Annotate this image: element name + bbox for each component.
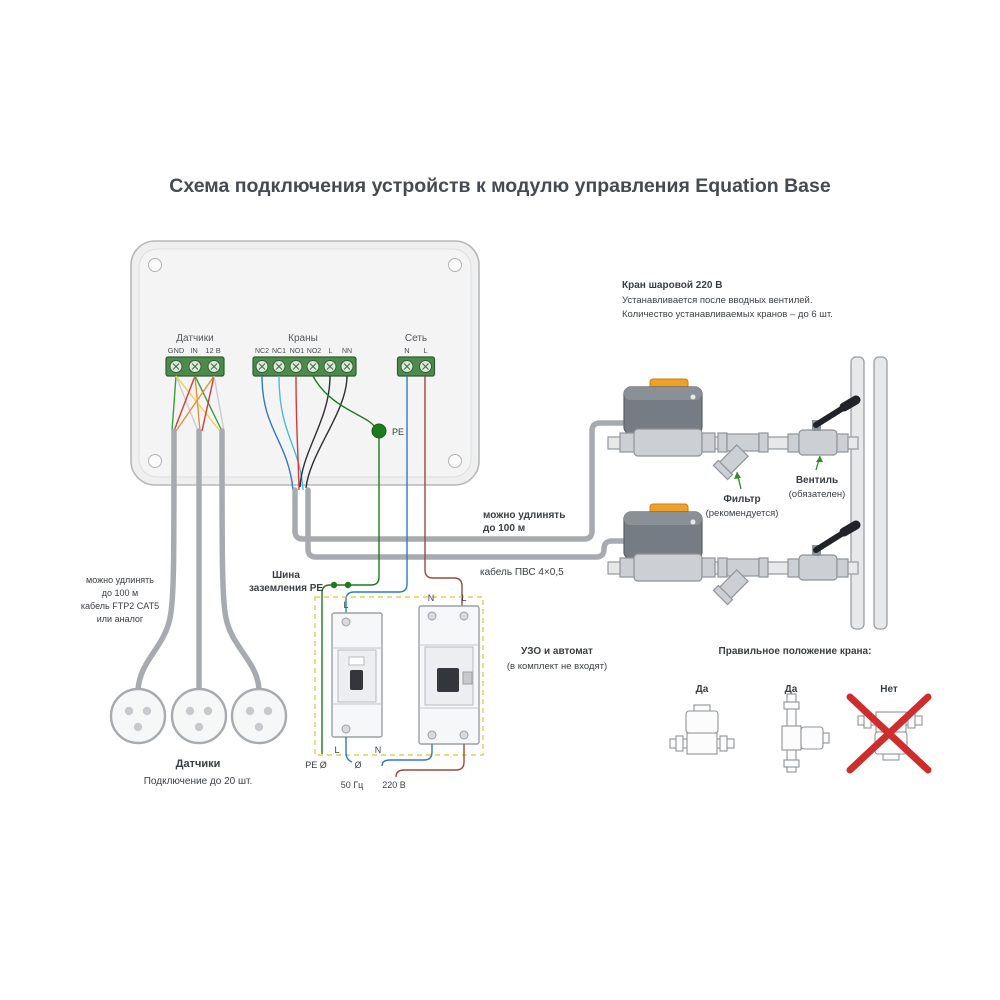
module-screw [148,258,162,272]
sensor-cables [135,428,262,693]
sensor-cable-note: можно удлинять до 100 м кабель FTP2 CAT5… [81,575,159,624]
voltage-label: 220 В [382,780,406,790]
valves-terminal-block: Краны NC2 NC1 NO1 NO2 L NN [252,333,357,377]
page-title: Схема подключения устройств к модулю упр… [169,175,831,197]
rcd-top-n-label: N [428,593,435,603]
component-labels: Фильтр (рекомендуется) Вентиль (обязател… [706,455,846,519]
leak-sensor [109,687,167,745]
sensors-caption-sub: Подключение до 20 шт. [144,776,253,787]
terminal-label-l2: L [423,346,427,355]
rcd-device: N L [418,593,480,745]
pe-terminal-label: PE Ø [305,760,327,770]
bottom-l-label: L [334,745,339,755]
ball-valve-note-line2: Количество устанавливаемых кранов – до 6… [622,309,833,320]
filter-label-sub: (рекомендуется) [706,508,779,519]
bottom-n-label: N [375,745,382,755]
valve-wires [261,375,375,491]
terminal-label-n: N [404,346,409,355]
rcd-top-l-label: L [461,593,466,603]
riser-pipes [850,356,888,630]
module-screw [448,454,462,468]
position-ok2-figure [781,693,830,773]
rcd-toggle [437,668,459,692]
terminal-label-no2: NO2 [307,348,322,355]
valve-assembly [607,378,861,481]
leak-sensor [170,687,228,745]
pe-point [371,423,387,439]
terminal-label-l: L [329,348,333,355]
leak-sensor [230,687,288,745]
mains-terminal-block: Сеть N L [396,333,436,377]
sensors-caption-title: Датчики [176,758,221,770]
manual-valve [787,395,861,456]
position-ok1-figure [669,704,735,755]
sensor-wires [171,375,225,432]
position-ok1-label: Да [696,684,709,695]
rcd-note-title: УЗО и автомат [521,646,593,657]
control-module: Датчики GND IN 12 В Краны NC2 NC1 NO1 NO… [130,240,480,486]
module-screw [148,454,162,468]
pe-bus-tap [330,581,338,589]
pe-bus-label-line1: Шина [272,570,300,581]
valve-assembly-lower [608,504,858,605]
supply-wires [345,737,465,778]
pe-label: PE [392,427,404,437]
position-ok2-label: Да [785,684,798,695]
mains-group-label: Сеть [405,333,427,344]
rcd-test-button [462,671,473,685]
pe-wiring [321,438,380,754]
neutral-terminal-label: Ø [354,760,361,770]
position-no-label: Нет [880,684,898,695]
filter-label-title: Фильтр [723,494,760,505]
terminal-label-in: IN [190,346,198,355]
terminal-label-nc1: NC1 [272,348,286,355]
sensors-group-label: Датчики [176,333,213,344]
pe-bus-tap [344,581,352,589]
terminal-label-12v: 12 В [205,346,220,355]
strainer-filter [712,432,769,481]
ball-valve-note-line1: Устанавливается после вводных вентилей. [622,295,812,306]
red-cross-icon [846,693,932,774]
valve-cable-note-line1: можно удлинять [483,510,565,521]
frequency-label: 50 Гц [341,780,364,790]
circuit-breaker: L [331,600,383,738]
valves-group-label: Краны [288,333,318,344]
leak-sensors [109,687,288,745]
ball-valve-note-title: Кран шаровой 220 В [622,280,722,291]
breaker-area-outline [314,596,484,756]
manual-valve-label-title: Вентиль [796,475,838,486]
terminal-label-no1: NO1 [290,348,305,355]
valve-cable-note-line2: до 100 м [483,523,525,534]
sensor-note-line2: до 100 м [102,588,138,598]
sensor-note-line1: можно удлинять [86,575,154,585]
sensor-note-line3: кабель FTP2 CAT5 [81,601,159,611]
valve-positions-section: Правильное положение крана: Да Да Нет [669,646,932,774]
rcd-note-sub: (в комплект не входят) [507,661,607,672]
positions-title: Правильное положение крана: [719,646,872,657]
module-screw [448,258,462,272]
valve-cable-type: кабель ПВС 4×0,5 [480,566,564,578]
pe-bus-label-line2: заземления PE [249,583,323,594]
terminal-label-gnd: GND [168,346,185,355]
breaker-toggle [350,670,363,690]
manual-valve-label-sub: (обязателен) [789,489,846,500]
valve-cables [292,420,627,560]
sensor-note-line4: или аналог [97,614,144,624]
terminal-label-nn: NN [342,348,352,355]
terminal-label-nc2: NC2 [255,348,269,355]
breaker-top-l-label: L [343,600,348,610]
position-no-figure [846,693,932,774]
